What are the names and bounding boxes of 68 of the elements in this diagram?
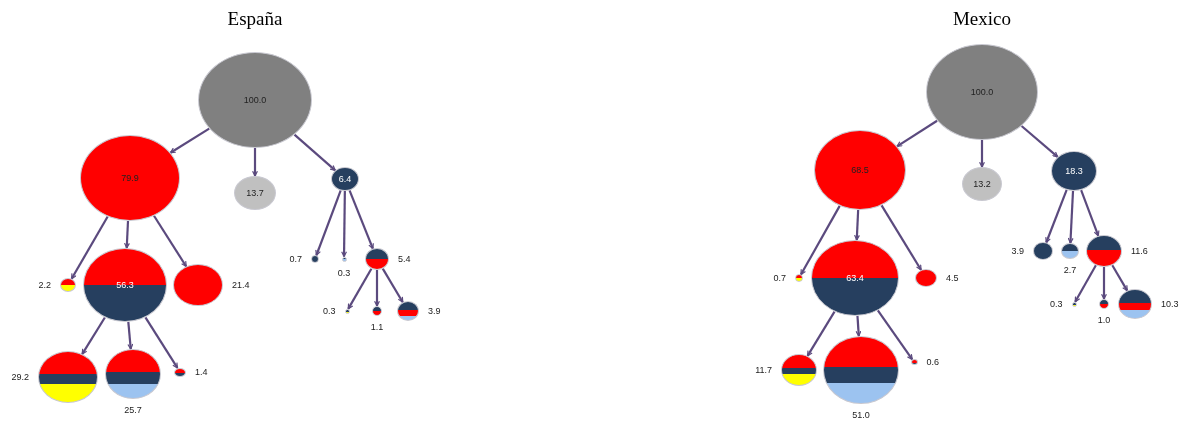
value-label: 100.0 xyxy=(243,94,267,106)
value-label: 0.7 xyxy=(289,253,302,265)
arrow xyxy=(70,215,109,280)
arrow xyxy=(1111,264,1129,292)
value-label: 29.2 xyxy=(11,371,29,383)
bubble xyxy=(962,167,1002,201)
value-label: 0.6 xyxy=(926,356,939,368)
bubble xyxy=(1051,151,1097,191)
value-label: 21.4 xyxy=(232,279,250,291)
arrow xyxy=(153,215,188,268)
arrow xyxy=(123,220,130,249)
arrow xyxy=(806,311,836,357)
arrow xyxy=(1020,125,1059,158)
value-label: 68.5 xyxy=(851,164,869,176)
arrow xyxy=(381,268,404,303)
value-label: 0.3 xyxy=(323,305,336,317)
arrow xyxy=(1045,189,1068,244)
arrow xyxy=(127,321,134,350)
arrow xyxy=(979,140,985,168)
arrow xyxy=(347,268,373,310)
value-label: 11.7 xyxy=(755,364,772,376)
chart-title: Mexico xyxy=(953,8,1011,30)
value-label: 13.2 xyxy=(973,178,991,190)
value-label: 0.3 xyxy=(1050,298,1063,310)
value-label: 79.9 xyxy=(121,172,139,184)
value-label: 6.4 xyxy=(338,173,352,185)
value-label: 11.6 xyxy=(1131,245,1148,257)
arrow xyxy=(1080,189,1100,237)
value-label: 3.9 xyxy=(1011,245,1024,257)
value-label: 1.4 xyxy=(195,366,208,378)
arrow xyxy=(1101,267,1107,300)
value-label: 51.0 xyxy=(852,410,870,421)
arrow xyxy=(855,315,862,337)
arrow xyxy=(144,316,179,369)
value-label: 3.9 xyxy=(428,305,441,317)
arrow xyxy=(293,133,336,172)
chart-title: España xyxy=(227,8,283,30)
value-label: 1.1 xyxy=(370,322,384,333)
arrow xyxy=(876,309,914,361)
arrow xyxy=(854,209,860,241)
bubble xyxy=(83,248,167,322)
value-label: 13.7 xyxy=(246,187,264,199)
value-label: 25.7 xyxy=(124,405,142,416)
arrow xyxy=(1067,190,1075,244)
value-label: 2.7 xyxy=(1063,265,1077,276)
arrow xyxy=(880,204,922,271)
arrow xyxy=(252,148,258,177)
arrow xyxy=(348,189,374,250)
value-label: 10.3 xyxy=(1161,298,1179,310)
arrow xyxy=(800,205,841,276)
value-label: 0.3 xyxy=(337,267,351,279)
value-label: 1.0 xyxy=(1097,315,1111,326)
arrow xyxy=(341,191,348,258)
arrow xyxy=(169,127,210,154)
arrow xyxy=(896,119,938,148)
value-label: 5.4 xyxy=(398,253,411,265)
arrow xyxy=(81,316,106,355)
arrow xyxy=(1074,264,1097,303)
value-label: 0.7 xyxy=(773,272,786,284)
arrow xyxy=(315,190,342,256)
value-label: 18.3 xyxy=(1065,165,1083,177)
bubble xyxy=(234,176,276,210)
value-label: 4.5 xyxy=(946,272,959,284)
value-label: 100.0 xyxy=(970,86,994,98)
bubble xyxy=(331,167,359,191)
value-label: 2.2 xyxy=(38,279,51,291)
bubble xyxy=(811,240,899,316)
arrow xyxy=(374,270,380,307)
